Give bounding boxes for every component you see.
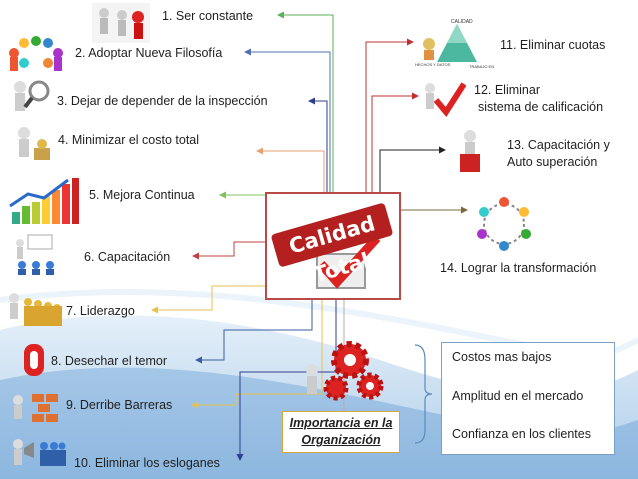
connector-1 <box>277 11 334 192</box>
connector-12 <box>371 92 419 192</box>
quality-triangle-icon: CALIDAD HECHOS Y DATOS TRABAJO EN EQUIPO <box>415 19 495 69</box>
benefit-item: Amplitud en el mercado <box>452 389 584 403</box>
growth-chart-icon <box>9 178 79 224</box>
point-9-label: 9. Derribe Barreras <box>66 398 173 412</box>
point-14-label: 14. Lograr la transformación <box>440 261 597 275</box>
connector-11 <box>365 38 414 192</box>
person-podium-icon <box>460 130 480 172</box>
connector-13 <box>379 146 446 192</box>
connector-10 <box>236 300 337 461</box>
connector-6 <box>192 241 265 260</box>
break-wall-icon <box>13 394 58 422</box>
importance-line2: Organización <box>301 433 381 447</box>
point-4-label: 4. Minimizar el costo total <box>58 133 200 147</box>
point-13-label-line2: Auto superación <box>507 155 598 169</box>
importance-line1: Importancia en la <box>289 416 393 430</box>
importance-box: Importancia en la Organización <box>282 411 400 453</box>
point-12-label-line2: sistema de calificación <box>478 100 604 114</box>
benefit-item: Confianza en los clientes <box>452 427 591 441</box>
connector-3 <box>308 97 328 192</box>
training-class-icon <box>16 234 54 275</box>
connector-2 <box>244 48 331 192</box>
checkmark-person-icon <box>425 82 466 118</box>
point-1-label: 1. Ser constante <box>162 9 254 23</box>
gears-icon <box>306 341 384 401</box>
connector-8 <box>195 300 313 364</box>
point-6-label: 6. Capacitación <box>84 250 171 264</box>
point-7-label: 7. Liderazgo <box>66 304 135 318</box>
benefit-item: Costos mas bajos <box>452 350 552 364</box>
point-12-label-line1: 12. Eliminar <box>474 83 540 97</box>
point-2-label: 2. Adoptar Nueva Filosofía <box>75 46 223 60</box>
point-8-label: 8. Desechar el temor <box>51 354 168 368</box>
target-people-icon <box>92 3 150 43</box>
team-circle-icon <box>9 36 63 71</box>
triangle-label-left: HECHOS Y DATOS <box>415 62 451 67</box>
point-11-label: 11. Eliminar cuotas <box>500 38 606 52</box>
person-money-icon <box>18 127 50 160</box>
magnifier-person-icon <box>14 80 50 111</box>
point-3-label: 3. Dejar de depender de la inspección <box>57 94 268 108</box>
point-10-label: 10. Eliminar los esloganes <box>74 456 220 470</box>
connector-9 <box>191 300 323 409</box>
benefits-box: Costos mas bajos Amplitud en el mercado … <box>441 342 615 455</box>
point-5-label: 5. Mejora Continua <box>89 188 195 202</box>
triangle-label-top: CALIDAD <box>451 19 473 25</box>
central-quality-logo: Calidad Total <box>265 192 401 300</box>
transformation-people-circle-icon <box>477 197 531 251</box>
zero-fear-icon <box>24 344 44 376</box>
benefits-bracket <box>414 344 433 444</box>
connector-4 <box>256 147 325 192</box>
megaphone-people-icon <box>13 439 66 466</box>
leadership-queue-icon <box>9 293 62 326</box>
point-13-label-line1: 13. Capacitación y <box>507 138 610 152</box>
triangle-label-right: TRABAJO EN EQUIPO <box>469 64 495 69</box>
